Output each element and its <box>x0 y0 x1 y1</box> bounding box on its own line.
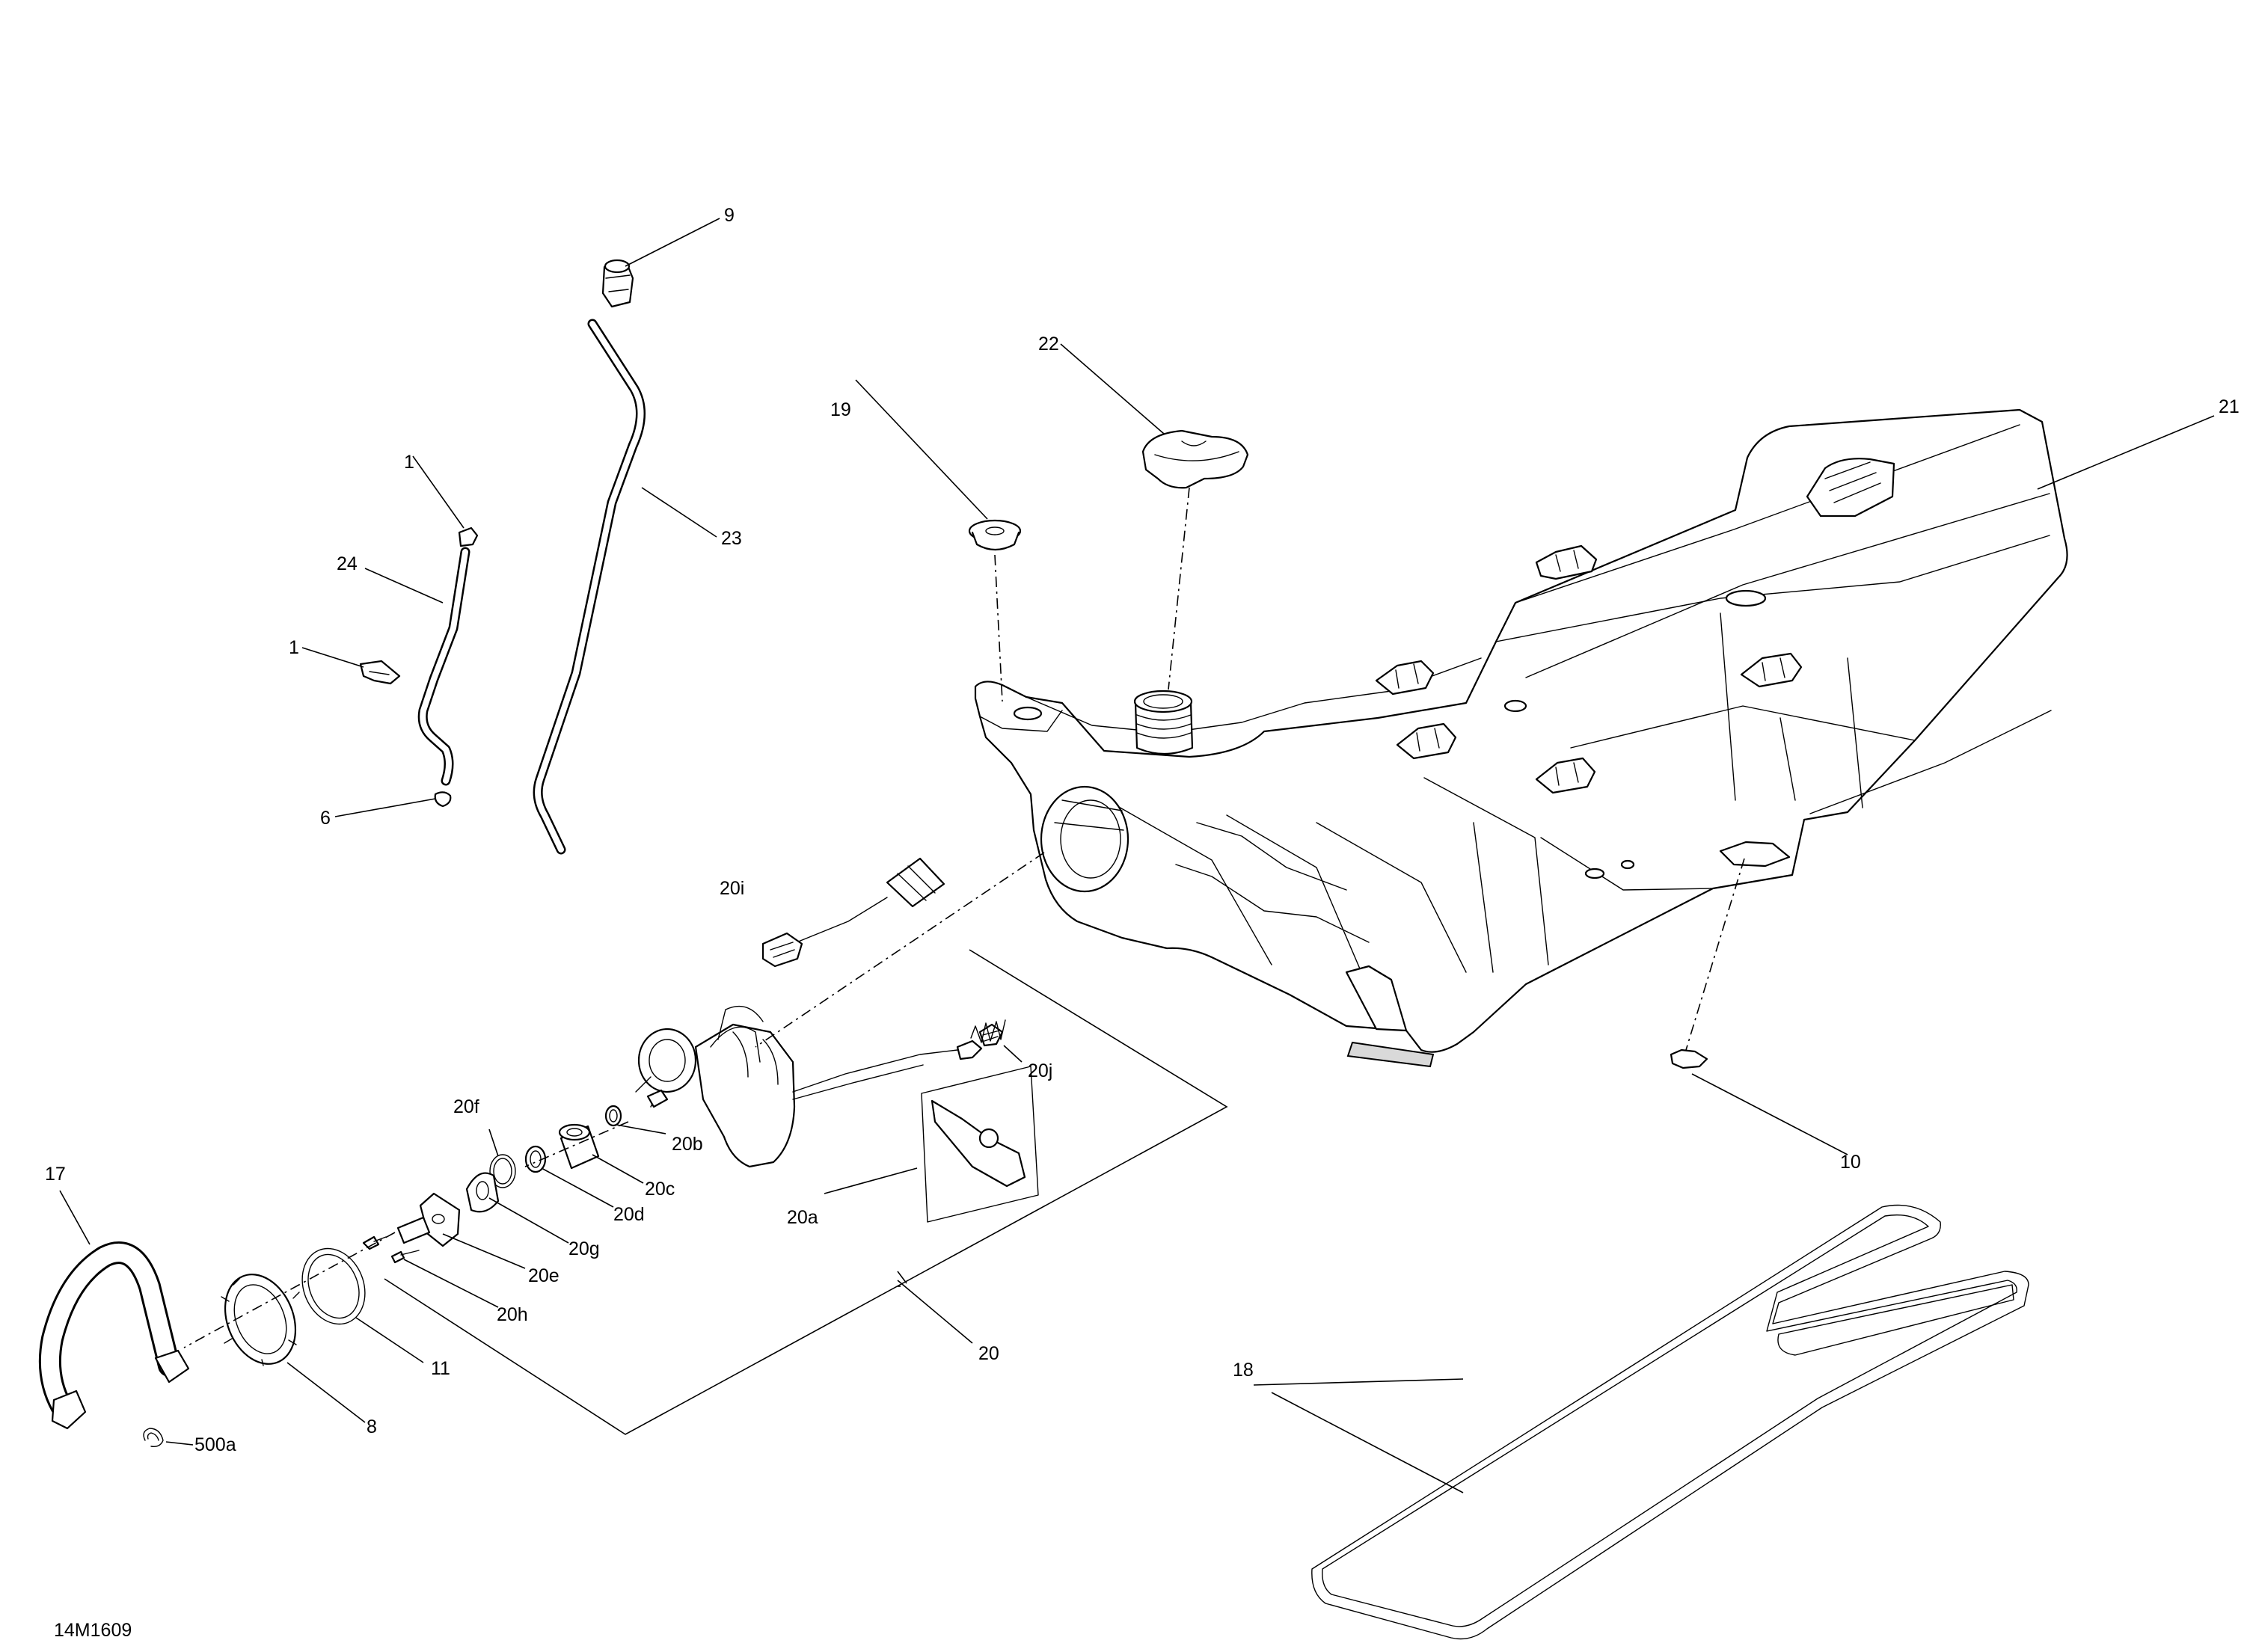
part-20g-gasket <box>465 1172 500 1213</box>
part-20j-spring <box>970 1019 1006 1043</box>
part-20h-screw <box>362 1235 420 1264</box>
part-20c-filter <box>558 1123 600 1170</box>
part-1-clamp-top <box>458 526 479 547</box>
part-20-fuel-pump <box>635 1005 1004 1168</box>
part-20f-o-ring <box>489 1154 516 1188</box>
callout-20: 20 <box>978 1343 999 1364</box>
callout-21: 21 <box>2219 396 2240 417</box>
callout-24: 24 <box>337 553 358 574</box>
part-24-hose <box>417 547 470 786</box>
part-18-pad <box>1311 1204 2029 1640</box>
callout-1-side: 1 <box>289 637 299 658</box>
leader-lines <box>59 218 2215 1493</box>
part-20d-o-ring <box>524 1145 547 1173</box>
part-9-vent-valve <box>601 259 634 308</box>
assembly-lines <box>183 487 1745 1348</box>
callout-20f: 20f <box>453 1096 479 1117</box>
part-6-clamp <box>434 791 452 808</box>
callout-500a: 500a <box>194 1434 236 1455</box>
callout-19: 19 <box>830 399 851 420</box>
callout-8: 8 <box>367 1416 377 1437</box>
part-21-fuel-tank <box>974 408 2068 1053</box>
tank-strip <box>1346 1041 1435 1068</box>
callout-20c: 20c <box>645 1179 675 1200</box>
callout-10: 10 <box>1840 1152 1861 1173</box>
part-20b-o-ring <box>604 1105 622 1127</box>
part-20i-level-sender <box>761 857 945 968</box>
part-20e-pressure-regulator <box>396 1192 461 1247</box>
callout-1-top: 1 <box>404 452 414 473</box>
callout-23: 23 <box>721 528 742 549</box>
callout-20d: 20d <box>613 1204 645 1225</box>
callout-20i: 20i <box>720 878 744 899</box>
callout-20h: 20h <box>497 1304 528 1325</box>
callout-20a: 20a <box>787 1207 818 1228</box>
callout-6: 6 <box>320 808 331 829</box>
assembly-20-bracket <box>384 949 1228 1435</box>
callout-20g: 20g <box>568 1238 600 1259</box>
diagram-id: 14M1609 <box>54 1620 132 1641</box>
part-17-fuel-hose <box>38 1241 190 1430</box>
part-8-lock-ring <box>221 1274 300 1366</box>
callout-11: 11 <box>431 1358 450 1379</box>
part-19-grommet <box>968 519 1022 551</box>
callout-20b: 20b <box>672 1134 703 1155</box>
callout-18: 18 <box>1233 1360 1254 1381</box>
part-10-grommet <box>1670 1048 1708 1069</box>
part-11-seal-ring <box>301 1247 366 1325</box>
callout-20e: 20e <box>528 1265 560 1286</box>
part-22-fuel-cap <box>1141 429 1249 489</box>
part-23-vent-hose <box>533 319 646 855</box>
part-1-clip-side <box>359 660 401 685</box>
callout-labels: 9 22 19 21 1 23 24 1 6 20i 20j 20f 20b 1… <box>45 205 2240 1641</box>
callout-22: 22 <box>1038 334 1059 354</box>
callout-9: 9 <box>724 205 735 226</box>
callout-17: 17 <box>45 1164 66 1185</box>
part-20a-inset <box>921 1066 1039 1223</box>
part-500a-clamp <box>143 1428 164 1448</box>
callout-20j: 20j <box>1028 1060 1052 1081</box>
